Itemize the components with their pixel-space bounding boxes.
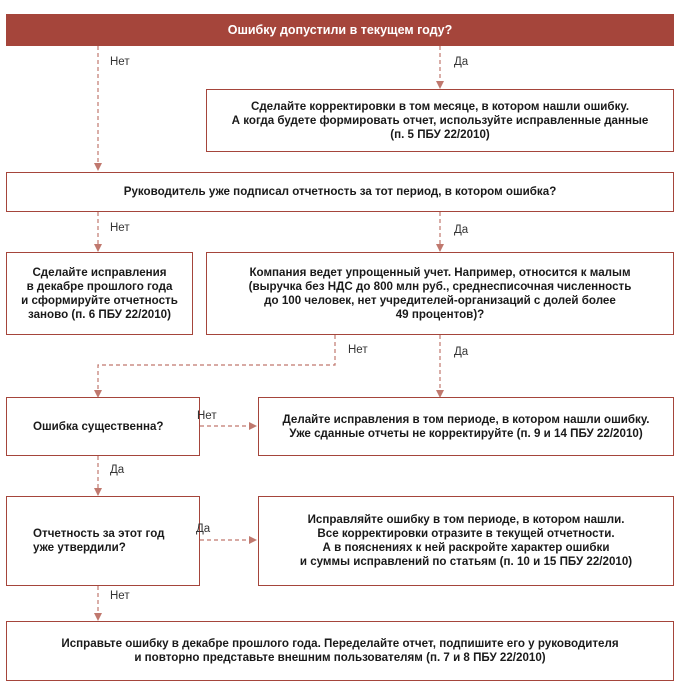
edge-label-simplified-yes: Да (454, 346, 469, 358)
edge-label-approved-yes: Да (196, 523, 211, 535)
edge-label-signed-no: Нет (110, 222, 130, 234)
question-simplified: Компания ведет упрощенный учет. Например… (206, 252, 674, 335)
question-material: Ошибка существенна? (6, 397, 200, 456)
question-approved: Отчетность за этот год уже утвердили? (6, 496, 200, 586)
edge-simplified-no (94, 335, 336, 398)
edge-label-approved-no: Нет (110, 590, 130, 602)
answer-same-month: Сделайте корректировки в том месяце, в к… (206, 89, 674, 152)
edge-label-material-yes: Да (110, 464, 125, 476)
edge-label-simplified-no: Нет (348, 344, 368, 356)
answer-fix-found-period: Делайте исправления в том периоде, в кот… (258, 397, 674, 456)
question-current-year: Ошибку допустили в текущем году? (6, 14, 674, 46)
answer-december-resubmit: Исправьте ошибку в декабре прошлого года… (6, 621, 674, 681)
edge-label-signed-yes: Да (454, 224, 469, 236)
answer-fix-explain: Исправляйте ошибку в том периоде, в кото… (258, 496, 674, 586)
edge-label-current-year-no: Нет (110, 56, 130, 68)
edge-label-current-year-yes: Да (454, 56, 469, 68)
edge-label-material-no: Нет (197, 410, 217, 422)
question-signed: Руководитель уже подписал отчетность за … (6, 172, 674, 212)
answer-december-redo: Сделайте исправления в декабре прошлого … (6, 252, 193, 335)
